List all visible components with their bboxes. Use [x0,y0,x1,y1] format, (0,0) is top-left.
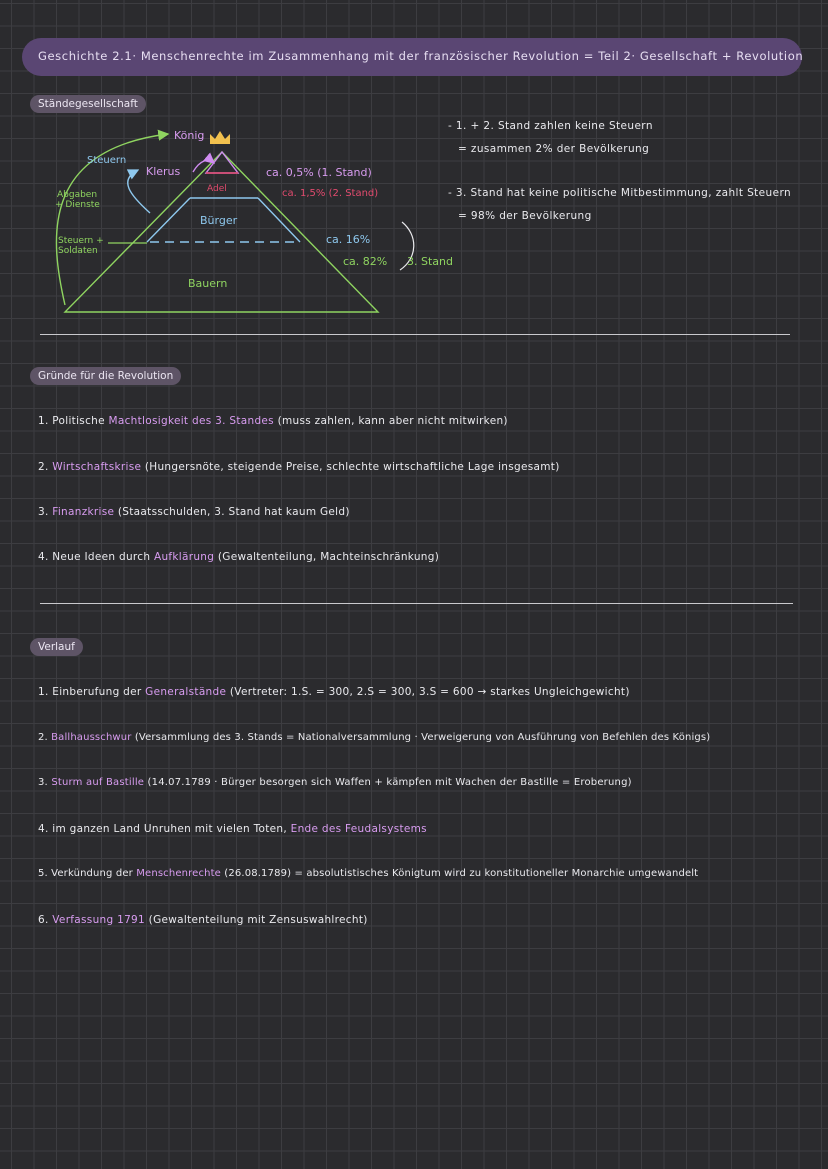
page-title: Geschichte 2.1· Menschenrechte im Zusamm… [38,49,804,63]
reason-item-1: 1. Politische Machtlosigkeit des 3. Stan… [38,415,508,427]
reason-item-3: 3. Finanzkrise (Staatsschulden, 3. Stand… [38,506,350,518]
section-label-gruende: Gründe für die Revolution [30,367,182,385]
label-adel: Adel [207,184,227,194]
event-item-2: 2. Ballhausschwur (Versammlung des 3. St… [38,732,711,743]
buerger-band-sides [146,197,301,243]
event-item-3: 3. Sturm auf Bastille (14.07.1789 · Bürg… [38,777,632,788]
label-pct-bauern: ca. 82% [343,255,387,268]
label-pct-klerus: ca. 0,5% (1. Stand) [266,166,372,179]
section-label-staende: Ständegesellschaft [30,95,146,113]
brace-third-estate [399,221,415,271]
label-abgaben: Abgaben [57,190,97,200]
label-dienste: + Dienste [55,200,100,210]
event-item-1: 1. Einberufung der Generalstände (Vertre… [38,686,630,698]
arrow-klerus-to-pyramid [192,152,216,173]
note-line-2: = zusammen 2% der Bevölkerung [458,143,650,155]
pyramid-outline [63,150,380,313]
note-line-4: = 98% der Bevölkerung [458,210,592,222]
label-steuern-plus: Steuern + [58,236,104,246]
reason-item-2: 2. Wirtschaftskrise (Hungersnöte, steige… [38,461,560,473]
crown-icon [210,131,230,144]
event-item-5: 5. Verkündung der Menschenrechte (26.08.… [38,868,699,879]
divider-2 [40,603,793,604]
note-line-3: - 3. Stand hat keine politische Mitbesti… [448,187,792,199]
note-line-1: - 1. + 2. Stand zahlen keine Steuern [448,120,653,132]
label-buerger: Bürger [200,214,238,227]
title-bar [22,38,802,76]
label-pct-buerger: ca. 16% [326,233,370,246]
label-soldaten: Soldaten [58,246,98,256]
label-pct-adel: ca. 1,5% (2. Stand) [282,188,378,199]
label-third-estate: 3. Stand [407,255,453,268]
arrow-bauern-to-koenig [55,129,170,306]
label-steuern: Steuern [87,155,126,166]
arrow-buerger-to-klerus [126,169,151,214]
label-klerus: Klerus [146,165,181,178]
divider-1 [40,334,790,335]
label-bauern: Bauern [188,277,227,290]
label-koenig: König [174,129,204,142]
event-item-6: 6. Verfassung 1791 (Gewaltenteilung mit … [38,914,368,926]
reason-item-4: 4. Neue Ideen durch Aufklärung (Gewalten… [38,551,440,563]
event-item-4: 4. im ganzen Land Unruhen mit vielen Tot… [38,823,427,835]
estate-pyramid-diagram: König Klerus Adel Bürger Bauern Steuern … [55,129,453,313]
section-label-verlauf: Verlauf [30,638,83,656]
